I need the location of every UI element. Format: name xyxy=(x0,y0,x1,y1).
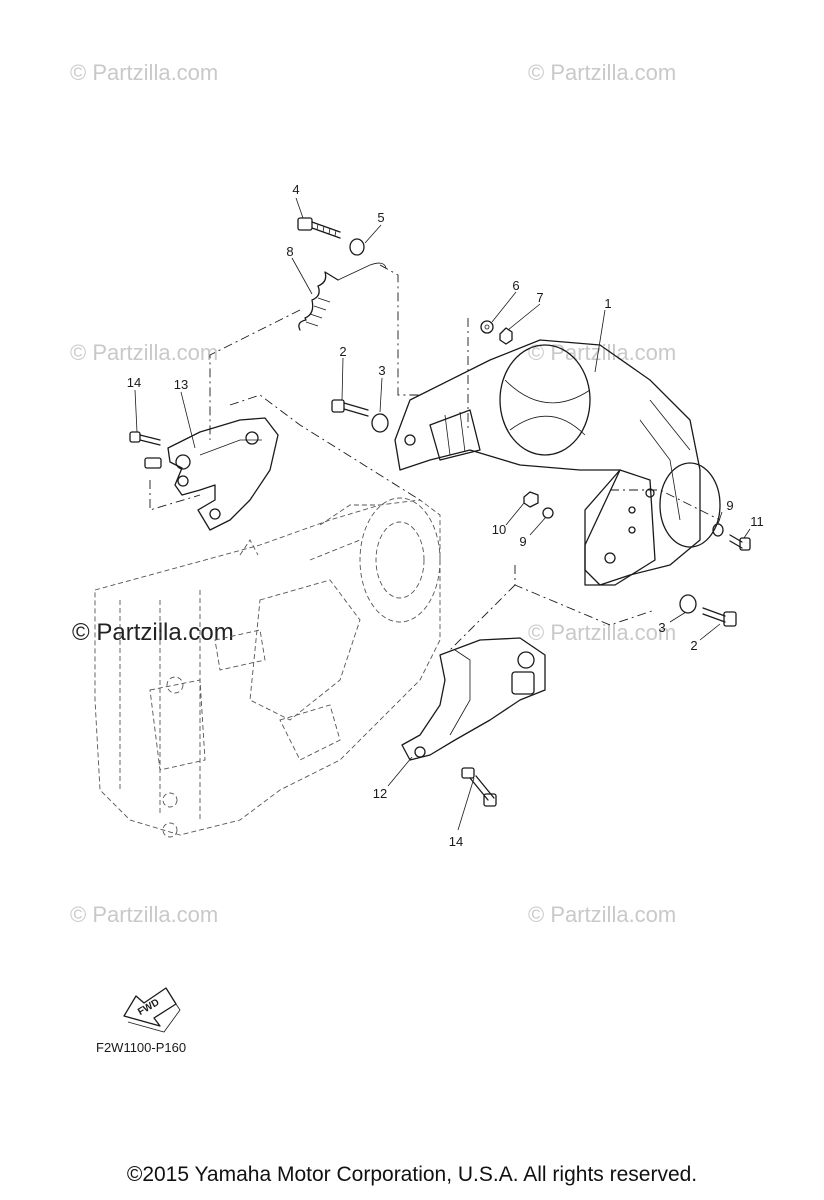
copyright-notice: ©2015 Yamaha Motor Corporation, U.S.A. A… xyxy=(126,1163,698,1186)
watermark-bottom-left: © Partzilla.com xyxy=(70,902,218,927)
watermarks: © Partzilla.com © Partzilla.com © Partzi… xyxy=(70,60,676,927)
watermark-top-left: © Partzilla.com xyxy=(70,60,218,85)
callout-7: 7 xyxy=(536,290,543,305)
callout-9-mid: 9 xyxy=(519,534,526,549)
part-13-bracket xyxy=(144,417,279,531)
callout-14-lower: 14 xyxy=(449,834,463,849)
callout-4: 4 xyxy=(292,182,299,197)
callout-12: 12 xyxy=(373,786,387,801)
callout-1: 1 xyxy=(604,296,611,311)
callout-3-lower: 3 xyxy=(658,620,665,635)
watermark-top-right: © Partzilla.com xyxy=(528,60,676,85)
callout-5: 5 xyxy=(377,210,384,225)
callout-2-upper: 2 xyxy=(339,344,346,359)
watermark-mid-left: © Partzilla.com xyxy=(70,340,218,365)
assembly-lines xyxy=(149,264,721,651)
part-12-bracket xyxy=(401,637,546,761)
callout-14-upper: 14 xyxy=(127,375,141,390)
callout-3-upper: 3 xyxy=(378,363,385,378)
callout-13: 13 xyxy=(174,377,188,392)
engine-block-illustration xyxy=(94,497,441,838)
callout-8: 8 xyxy=(286,244,293,259)
leader-lines xyxy=(134,197,751,831)
watermark-center-right: © Partzilla.com xyxy=(528,620,676,645)
callout-9-right: 9 xyxy=(726,498,733,513)
part-1-jet-housing xyxy=(394,339,721,586)
watermark-bottom-right: © Partzilla.com xyxy=(528,902,676,927)
callout-11: 11 xyxy=(750,514,764,529)
hardware xyxy=(129,217,751,807)
callout-2-lower: 2 xyxy=(690,638,697,653)
watermark-mid-right: © Partzilla.com xyxy=(528,340,676,365)
watermark-center-left: © Partzilla.com xyxy=(72,619,234,646)
callouts: 1 2 2 3 3 4 5 6 7 8 9 9 10 11 12 13 14 1… xyxy=(127,182,764,849)
callout-10: 10 xyxy=(492,522,506,537)
callout-6: 6 xyxy=(512,278,519,293)
diagram-code: F2W1100-P160 xyxy=(96,1040,187,1055)
forward-arrow-icon: FWD xyxy=(123,987,181,1033)
